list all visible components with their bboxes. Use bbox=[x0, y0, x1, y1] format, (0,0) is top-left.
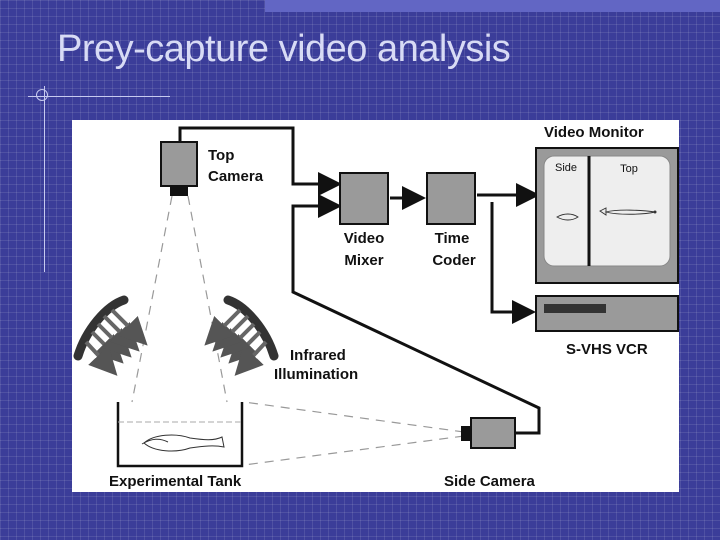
time-coder-label-line1: Time bbox=[435, 230, 470, 247]
vcr-label: S-VHS VCR bbox=[566, 341, 648, 358]
header-band bbox=[265, 0, 720, 12]
infrared-illuminator-right bbox=[204, 295, 279, 376]
infrared-label-line2: Illumination bbox=[274, 366, 358, 383]
title-underline bbox=[28, 96, 170, 97]
cable-top-camera-to-mixer bbox=[178, 126, 342, 196]
video-mixer bbox=[339, 172, 389, 225]
svhs-vcr bbox=[535, 295, 679, 332]
top-camera bbox=[160, 141, 198, 196]
cable-coder-to-vcr bbox=[490, 202, 536, 324]
setup-diagram: Top Camera Video Mixer Time Coder Video … bbox=[72, 120, 679, 492]
monitor-pane-top-label: Top bbox=[620, 163, 638, 175]
infrared-label-line1: Infrared bbox=[290, 347, 346, 364]
side-camera-label: Side Camera bbox=[444, 473, 536, 490]
time-coder bbox=[426, 172, 476, 225]
video-monitor bbox=[535, 147, 679, 284]
setup-diagram-svg: Top Camera Video Mixer Time Coder Video … bbox=[73, 124, 679, 490]
decor-circle bbox=[36, 89, 48, 101]
slide-title: Prey-capture video analysis bbox=[57, 28, 511, 70]
top-camera-field-of-view bbox=[131, 195, 228, 403]
cable-side-camera-to-mixer bbox=[291, 194, 541, 435]
top-camera-label-line1: Top bbox=[208, 147, 234, 164]
video-mixer-label-line1: Video bbox=[344, 230, 385, 247]
time-coder-label-line2: Coder bbox=[432, 252, 476, 269]
side-camera bbox=[461, 417, 516, 449]
video-monitor-label: Video Monitor bbox=[544, 124, 644, 141]
monitor-pane-side-label: Side bbox=[555, 162, 577, 174]
side-camera-field-of-view bbox=[243, 401, 465, 466]
infrared-illuminator-left bbox=[73, 295, 148, 376]
tank-label: Experimental Tank bbox=[109, 473, 242, 490]
top-camera-label-line2: Camera bbox=[208, 168, 264, 185]
experimental-tank bbox=[116, 402, 244, 468]
decor-vertical-line bbox=[44, 86, 45, 272]
video-mixer-label-line2: Mixer bbox=[344, 252, 383, 269]
